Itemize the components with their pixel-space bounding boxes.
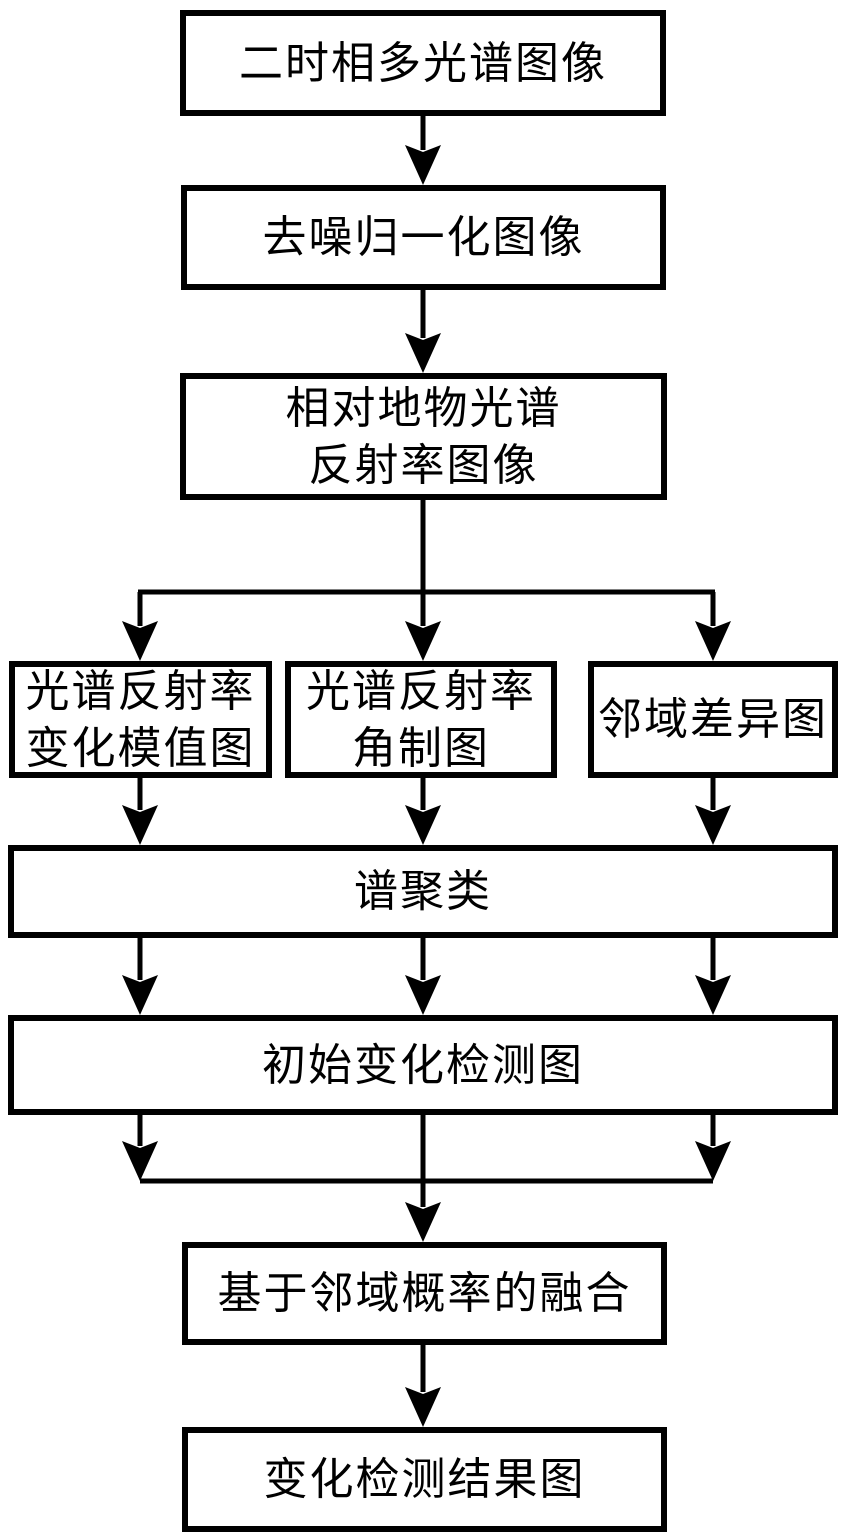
edge-initial-merge-to-fusion: [122, 1115, 731, 1242]
node-label: 变化检测结果图: [263, 1455, 586, 1504]
edge-neighborhood-diff-to-clustering: [695, 778, 731, 845]
node-initial-change-detection-map: 初始变化检测图: [8, 1015, 838, 1115]
edge-clustering-to-initial-center: [405, 938, 441, 1015]
node-label: 基于邻域概率的融合: [217, 1269, 632, 1318]
edge-angle-to-clustering: [405, 778, 441, 845]
node-label: 初始变化检测图: [262, 1040, 584, 1090]
node-label: 二时相多光谱图像: [239, 38, 607, 88]
node-label-line1: 光谱反射率: [25, 666, 256, 716]
node-relative-spectral-reflectance-image: 相对地物光谱 反射率图像: [180, 373, 667, 500]
node-label-line1: 光谱反射率: [306, 666, 536, 716]
edge-magnitude-to-clustering: [122, 778, 158, 845]
edge-fusion-to-result: [405, 1345, 441, 1427]
edge-reflectance-branch: [122, 500, 731, 661]
node-label-line2: 变化模值图: [25, 723, 256, 773]
node-neighborhood-difference-map: 邻域差异图: [588, 661, 838, 778]
node-bitemporal-multispectral-image: 二时相多光谱图像: [180, 10, 666, 116]
node-label: 去噪归一化图像: [262, 213, 585, 262]
node-reflectance-change-magnitude-map: 光谱反射率 变化模值图: [9, 661, 272, 778]
node-spectral-clustering: 谱聚类: [8, 845, 838, 938]
node-change-detection-result-map: 变化检测结果图: [182, 1427, 667, 1532]
node-label-line2: 反射率图像: [308, 440, 539, 490]
node-denoised-normalized-image: 去噪归一化图像: [181, 185, 666, 290]
edge-clustering-to-initial-left: [122, 938, 158, 1015]
node-label: 谱聚类: [354, 867, 492, 916]
node-reflectance-angle-map: 光谱反射率 角制图: [285, 661, 557, 778]
node-label-line1: 相对地物光谱: [285, 383, 562, 433]
edge-bitemporal-to-denoised: [405, 116, 441, 185]
edge-denoised-to-reflectance: [405, 290, 441, 373]
edge-clustering-to-initial-right: [695, 938, 731, 1015]
node-label-line2: 角制图: [352, 723, 490, 773]
node-neighborhood-probability-fusion: 基于邻域概率的融合: [182, 1242, 667, 1345]
node-label: 邻域差异图: [598, 695, 828, 744]
